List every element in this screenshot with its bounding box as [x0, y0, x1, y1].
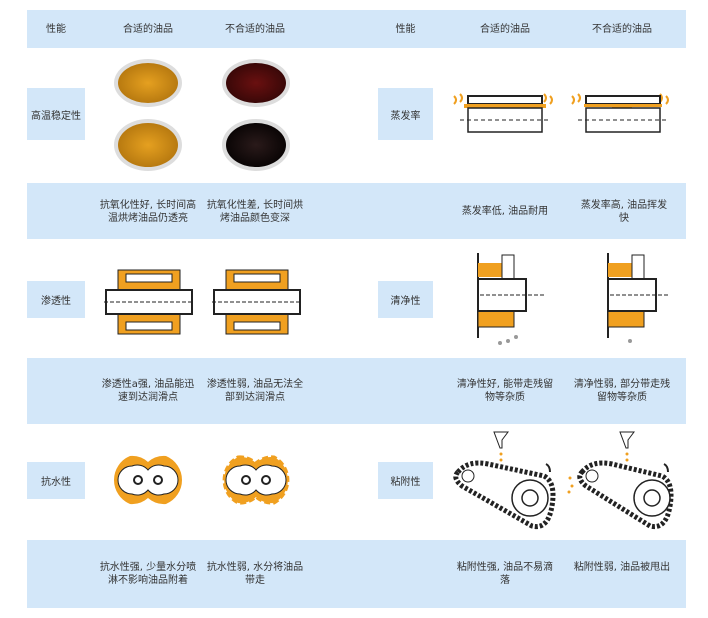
header-property: 性能 [46, 24, 66, 35]
desc-good: 抗氧化性好, 长时间高温烘烤油品仍透亮 [99, 200, 197, 224]
desc-bad: 抗氧化性差, 长时间烘烤油品颜色变深 [206, 200, 304, 224]
good-adhesion-chain-image [453, 431, 556, 530]
desc-good: 蒸发率低, 油品耐用 [461, 206, 549, 217]
poor-penetration-image [212, 269, 302, 335]
property-label: 高温稳定性 [27, 88, 85, 140]
header-row [27, 10, 686, 48]
property-label: 粘附性 [378, 462, 433, 499]
bad-oil-dishes-image [222, 59, 290, 171]
desc-good: 渗透性a强, 油品能迅速到达润滑点 [101, 379, 195, 403]
desc-band [27, 358, 686, 424]
low-evaporation-image [453, 93, 553, 133]
good-oil-dishes-image [114, 59, 182, 171]
desc-bad: 蒸发率高, 油品挥发快 [580, 200, 668, 224]
desc-bad: 渗透性弱, 油品无法全部到达润滑点 [206, 379, 304, 403]
property-label: 渗透性 [27, 281, 85, 318]
desc-bad: 清净性弱, 部分带走残留物等杂质 [573, 379, 671, 403]
good-water-resistance-image [114, 455, 182, 505]
desc-good: 清净性好, 能带走残留物等杂质 [456, 379, 554, 403]
property-label: 蒸发率 [378, 88, 433, 140]
header-unsuitable: 不合适的油品 [225, 24, 285, 35]
poor-water-resistance-image [222, 455, 290, 505]
desc-bad: 粘附性弱, 油品被甩出 [573, 562, 671, 573]
poor-adhesion-chain-image [567, 431, 674, 530]
desc-band [27, 540, 686, 608]
good-penetration-image [104, 269, 194, 335]
header-unsuitable: 不合适的油品 [592, 24, 652, 35]
desc-good: 抗水性强, 少量水分喷淋不影响油品附着 [99, 562, 197, 586]
desc-good: 粘附性强, 油品不易滴落 [456, 562, 554, 586]
high-evaporation-image [571, 93, 669, 133]
poor-cleanliness-image [607, 253, 670, 343]
header-suitable: 合适的油品 [480, 24, 530, 35]
property-label: 清净性 [378, 281, 433, 318]
desc-bad: 抗水性弱, 水分将油品带走 [206, 562, 304, 586]
header-suitable: 合适的油品 [123, 24, 173, 35]
header-property: 性能 [395, 24, 416, 35]
desc-band [27, 183, 686, 239]
good-cleanliness-image [477, 253, 546, 345]
property-label: 抗水性 [27, 462, 85, 499]
